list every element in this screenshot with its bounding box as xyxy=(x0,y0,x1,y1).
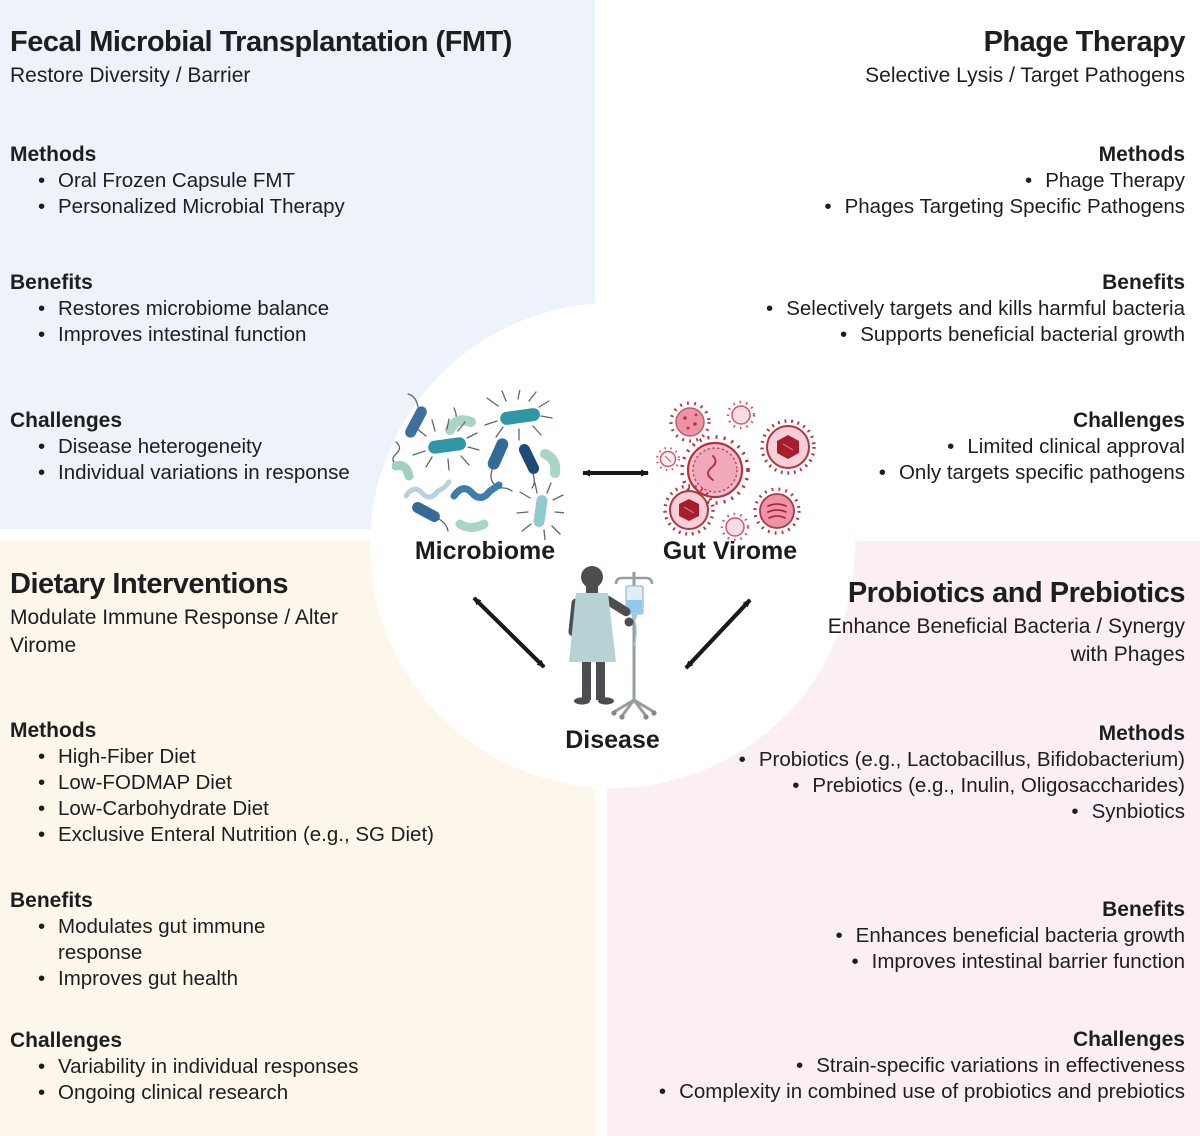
diet-challenges-label: Challenges xyxy=(10,1029,123,1052)
diet-benefits-list: Modulates gut immune responseImproves gu… xyxy=(10,914,272,992)
diet-subtitle: Modulate Immune Response / Alter Virome xyxy=(10,606,339,657)
bullet-item: Synbiotics xyxy=(607,799,1185,825)
bullet-item: Personalized Microbial Therapy xyxy=(34,194,581,220)
bullet-item: Low-Carbohydrate Diet xyxy=(34,796,581,822)
quadrant-probiotics: Probiotics and Prebiotics Enhance Benefi… xyxy=(607,541,1200,1105)
bullet-item: Individual variations in response xyxy=(34,460,581,486)
phage-methods-label: Methods xyxy=(1098,143,1185,166)
virus-small-pale xyxy=(726,400,756,430)
central-hub-circle xyxy=(370,303,855,788)
probiotics-challenges-list: Strain-specific variations in effectiven… xyxy=(607,1053,1185,1105)
bullet-item: Disease heterogeneity xyxy=(34,434,581,460)
probiotics-subtitle: Enhance Beneficial Bacteria / Synergy wi… xyxy=(827,615,1185,666)
bullet-item: Improves intestinal barrier function xyxy=(607,949,1185,975)
fmt-benefits-list: Restores microbiome balanceImproves inte… xyxy=(10,296,581,348)
bullet-item: High-Fiber Diet xyxy=(34,744,581,770)
diet-benefits-label: Benefits xyxy=(10,889,93,912)
fmt-benefits-label: Benefits xyxy=(10,271,93,294)
diet-methods-list: High-Fiber DietLow-FODMAP DietLow-Carboh… xyxy=(10,744,581,848)
diet-challenges-list: Variability in individual responsesOngoi… xyxy=(10,1054,581,1106)
fmt-challenges-list: Disease heterogeneityIndividual variatio… xyxy=(10,434,581,486)
phage-methods-list: Phage TherapyPhages Targeting Specific P… xyxy=(607,168,1185,220)
bullet-item: Improves intestinal function xyxy=(34,322,581,348)
virus-hexagonal-core-left xyxy=(663,484,715,536)
phage-benefits-label: Benefits xyxy=(1102,271,1185,294)
probiotics-benefits-list: Enhances beneficial bacteria growthImpro… xyxy=(607,923,1185,975)
fmt-subtitle: Restore Diversity / Barrier xyxy=(10,64,251,87)
bullet-item: Only targets specific pathogens xyxy=(607,460,1185,486)
fmt-title: Fecal Microbial Transplantation (FMT) xyxy=(10,26,512,58)
virus-small-pale-bottom xyxy=(720,512,750,542)
microbiome-label: Microbiome xyxy=(414,537,556,565)
phage-challenges-label: Challenges xyxy=(1072,409,1185,432)
diet-title: Dietary Interventions xyxy=(10,568,288,600)
quadrant-diet: Dietary Interventions Modulate Immune Re… xyxy=(0,541,595,1106)
bullet-item: Improves gut health xyxy=(34,966,272,992)
fmt-challenges-label: Challenges xyxy=(10,409,123,432)
probiotics-methods-list: Probiotics (e.g., Lactobacillus, Bifidob… xyxy=(607,747,1185,825)
bullet-item: Selectively targets and kills harmful ba… xyxy=(607,296,1185,322)
diet-methods-label: Methods xyxy=(10,719,97,742)
gut-virome-label: Gut Virome xyxy=(662,537,798,565)
bullet-item: Phage Therapy xyxy=(607,168,1185,194)
quadrant-fmt: Fecal Microbial Transplantation (FMT) Re… xyxy=(0,0,595,486)
phage-challenges-list: Limited clinical approvalOnly targets sp… xyxy=(607,434,1185,486)
fmt-methods-list: Oral Frozen Capsule FMTPersonalized Micr… xyxy=(10,168,581,220)
probiotics-benefits-label: Benefits xyxy=(1102,898,1185,921)
patient-iv-pole-icon xyxy=(556,560,668,730)
bullet-item: Modulates gut immune response xyxy=(34,914,272,966)
fmt-methods-label: Methods xyxy=(10,143,97,166)
bullet-item: Ongoing clinical research xyxy=(34,1080,581,1106)
probiotics-methods-label: Methods xyxy=(1098,722,1185,745)
bullet-item: Phages Targeting Specific Pathogens xyxy=(607,194,1185,220)
phage-benefits-list: Selectively targets and kills harmful ba… xyxy=(607,296,1185,348)
bullet-item: Probiotics (e.g., Lactobacillus, Bifidob… xyxy=(607,747,1185,773)
phage-subtitle: Selective Lysis / Target Pathogens xyxy=(865,64,1185,87)
bullet-item: Prebiotics (e.g., Inulin, Oligosaccharid… xyxy=(607,773,1185,799)
bullet-item: Enhances beneficial bacteria growth xyxy=(607,923,1185,949)
double-headed-arrow-icon xyxy=(370,300,860,790)
bullet-item: Exclusive Enteral Nutrition (e.g., SG Di… xyxy=(34,822,581,848)
bullet-item: Complexity in combined use of probiotics… xyxy=(607,1079,1185,1105)
bullet-item: Limited clinical approval xyxy=(607,434,1185,460)
bullet-item: Variability in individual responses xyxy=(34,1054,581,1080)
bullet-item: Low-FODMAP Diet xyxy=(34,770,581,796)
virus-pink-wavy xyxy=(753,487,801,535)
bullet-item: Restores microbiome balance xyxy=(34,296,581,322)
bullet-item: Oral Frozen Capsule FMT xyxy=(34,168,581,194)
phage-title: Phage Therapy xyxy=(983,26,1186,58)
bullet-item: Supports beneficial bacterial growth xyxy=(607,322,1185,348)
probiotics-title: Probiotics and Prebiotics xyxy=(847,577,1186,609)
bullet-item: Strain-specific variations in effectiven… xyxy=(607,1053,1185,1079)
probiotics-challenges-label: Challenges xyxy=(1072,1028,1185,1051)
quadrant-phage: Phage Therapy Selective Lysis / Target P… xyxy=(607,0,1200,486)
